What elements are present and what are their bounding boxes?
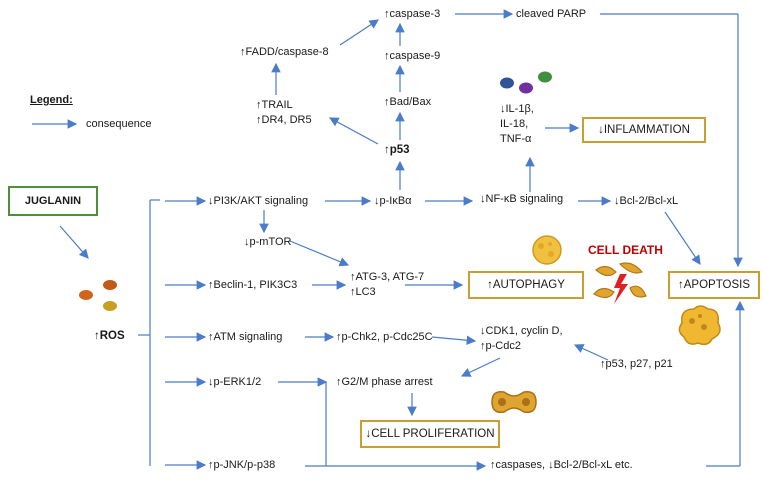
dividing-cell-icon [491, 390, 537, 414]
legend-title: Legend: [30, 94, 73, 106]
cell-proliferation-label: CELL PROLIFERATION [365, 428, 494, 440]
cytokine-molecules-icon [500, 71, 552, 94]
autophagosome-icon [532, 235, 562, 265]
atm-signaling-node: ATM signaling [208, 331, 283, 344]
autophagy-label: AUTOPHAGY [487, 279, 565, 291]
dead-cell-fragments-icon [593, 262, 647, 304]
caspases-bcl2-node: caspases, Bcl-2/Bcl-xL etc. [490, 459, 633, 472]
apoptosis-box: APOPTOSIS [668, 271, 760, 299]
bad-bax-node: Bad/Bax [384, 96, 432, 109]
juglanin-label: JUGLANIN [24, 195, 82, 207]
p-erk-node: p-ERK1/2 [208, 376, 262, 389]
pi3k-akt-node: PI3K/AKT signaling [208, 195, 309, 208]
cell-death-label: CELL DEATH [588, 243, 663, 257]
trail-node: TRAIL [256, 99, 293, 112]
cleaved-parp-node: cleaved PARP [516, 8, 587, 20]
p53-p27-p21-node: p53, p27, p21 [600, 358, 673, 371]
nf-kb-node: NF-κB signaling [480, 193, 564, 206]
ros-molecules-icon [79, 280, 117, 311]
fadd-caspase-8-node: FADD/caspase-8 [240, 46, 329, 59]
bcl-2-node: Bcl-2/Bcl-xL [614, 195, 679, 208]
inflammation-box: INFLAMMATION [582, 117, 706, 143]
caspase-9-node: caspase-9 [384, 50, 441, 63]
autophagy-box: AUTOPHAGY [468, 271, 584, 299]
juglanin-box: JUGLANIN [8, 186, 98, 216]
apoptosis-label: APOPTOSIS [678, 279, 750, 291]
cell-proliferation-box: CELL PROLIFERATION [360, 420, 500, 448]
il-1b-node: IL-1β, [500, 103, 534, 116]
lc3-node: LC3 [350, 286, 376, 299]
p-jnk-node: p-JNK/p-p38 [208, 459, 276, 472]
p-mtor-node: p-mTOR [244, 236, 292, 249]
p53-node: p53 [384, 144, 410, 157]
cdk1-cyclin-d-node: CDK1, cyclin D, [480, 325, 563, 338]
legend-consequence-label: consequence [86, 118, 152, 130]
dr4-dr5-node: DR4, DR5 [256, 114, 312, 127]
apoptotic-cell-icon [678, 305, 721, 346]
atg-node: ATG-3, ATG-7 [350, 271, 425, 284]
inflammation-label: INFLAMMATION [598, 124, 690, 136]
tnf-a-node: TNF-α [500, 133, 532, 145]
p-cdc2-node: p-Cdc2 [480, 340, 521, 353]
caspases-label: caspases, [490, 459, 545, 471]
g2m-arrest-node: G2/M phase arrest [336, 376, 433, 389]
ros-label: ROS [94, 330, 125, 343]
beclin-1-node: Beclin-1, PIK3C3 [208, 279, 298, 292]
p-ikba-node: p-IκBα [374, 195, 412, 208]
bcl-2-etc-label: Bcl-2/Bcl-xL etc. [548, 459, 633, 471]
p-chk2-node: p-Chk2, p-Cdc25C [336, 331, 433, 344]
il-18-node: IL-18, [500, 118, 529, 130]
caspase-3-node: caspase-3 [384, 8, 441, 21]
